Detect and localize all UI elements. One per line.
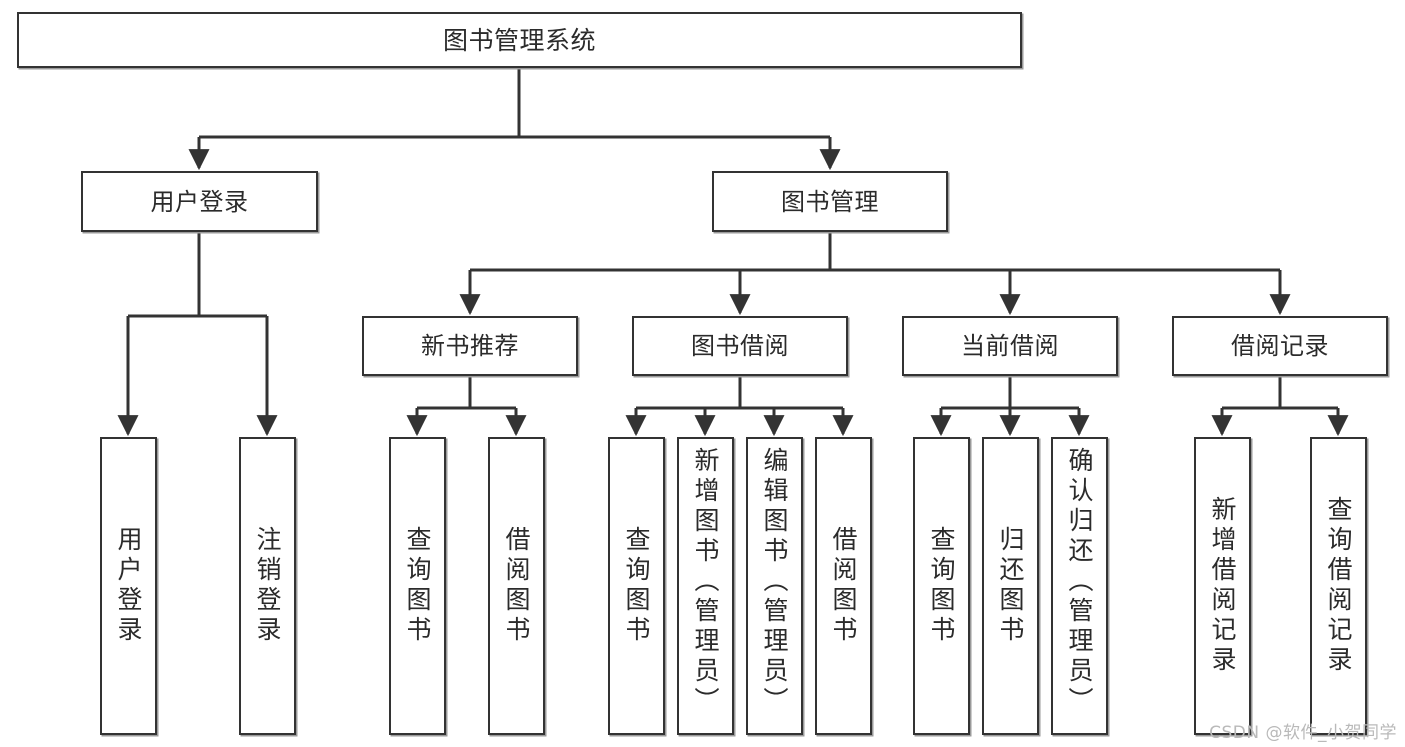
leaf-borrow-query-book-label: 查询图书: [622, 526, 651, 646]
leaf-borrow-query-book[interactable]: 查询图书: [608, 437, 665, 735]
node-book-manage-label: 图书管理: [781, 187, 879, 216]
leaf-new-book-query-label: 查询图书: [403, 526, 432, 646]
node-user-login-label: 用户登录: [150, 187, 249, 216]
node-book-borrow-label: 图书借阅: [691, 332, 789, 360]
leaf-borrow-edit-book[interactable]: 编辑图书（管理员）: [746, 437, 803, 735]
node-new-book-recommend-label: 新书推荐: [421, 332, 519, 360]
leaf-current-return-book[interactable]: 归还图书: [982, 437, 1039, 735]
node-current-borrow-label: 当前借阅: [961, 332, 1059, 360]
leaf-new-book-query[interactable]: 查询图书: [389, 437, 446, 735]
leaf-user-login-logout-label: 注销登录: [253, 526, 282, 646]
node-user-login[interactable]: 用户登录: [81, 171, 318, 232]
leaf-new-book-borrow-label: 借阅图书: [502, 526, 531, 646]
leaf-user-login-login-label: 用户登录: [114, 526, 143, 646]
leaf-user-login-login[interactable]: 用户登录: [100, 437, 157, 735]
leaf-new-book-borrow[interactable]: 借阅图书: [488, 437, 545, 735]
leaf-record-add[interactable]: 新增借阅记录: [1194, 437, 1251, 735]
node-new-book-recommend[interactable]: 新书推荐: [362, 316, 578, 376]
leaf-borrow-borrow-book[interactable]: 借阅图书: [815, 437, 872, 735]
leaf-record-query[interactable]: 查询借阅记录: [1310, 437, 1367, 735]
node-borrow-record-label: 借阅记录: [1231, 332, 1329, 360]
leaf-record-query-label: 查询借阅记录: [1324, 496, 1353, 676]
node-book-borrow[interactable]: 图书借阅: [632, 316, 848, 376]
leaf-user-login-logout[interactable]: 注销登录: [239, 437, 296, 735]
node-borrow-record[interactable]: 借阅记录: [1172, 316, 1388, 376]
csdn-watermark: CSDN @软件_小贺同学: [1209, 723, 1397, 743]
leaf-borrow-borrow-book-label: 借阅图书: [829, 526, 858, 646]
node-book-manage[interactable]: 图书管理: [712, 171, 948, 232]
leaf-current-confirm-return[interactable]: 确认归还（管理员）: [1051, 437, 1108, 735]
leaf-current-return-book-label: 归还图书: [996, 526, 1025, 646]
leaf-current-query-book-label: 查询图书: [927, 526, 956, 646]
node-root-label: 图书管理系统: [442, 25, 596, 55]
leaf-record-add-label: 新增借阅记录: [1208, 496, 1237, 676]
leaf-borrow-edit-book-label: 编辑图书（管理员）: [760, 447, 789, 717]
leaf-current-confirm-return-label: 确认归还（管理员）: [1065, 447, 1094, 717]
node-root[interactable]: 图书管理系统: [17, 12, 1022, 68]
leaf-current-query-book[interactable]: 查询图书: [913, 437, 970, 735]
leaf-borrow-add-book[interactable]: 新增图书（管理员）: [677, 437, 734, 735]
leaf-borrow-add-book-label: 新增图书（管理员）: [691, 447, 720, 717]
node-current-borrow[interactable]: 当前借阅: [902, 316, 1118, 376]
